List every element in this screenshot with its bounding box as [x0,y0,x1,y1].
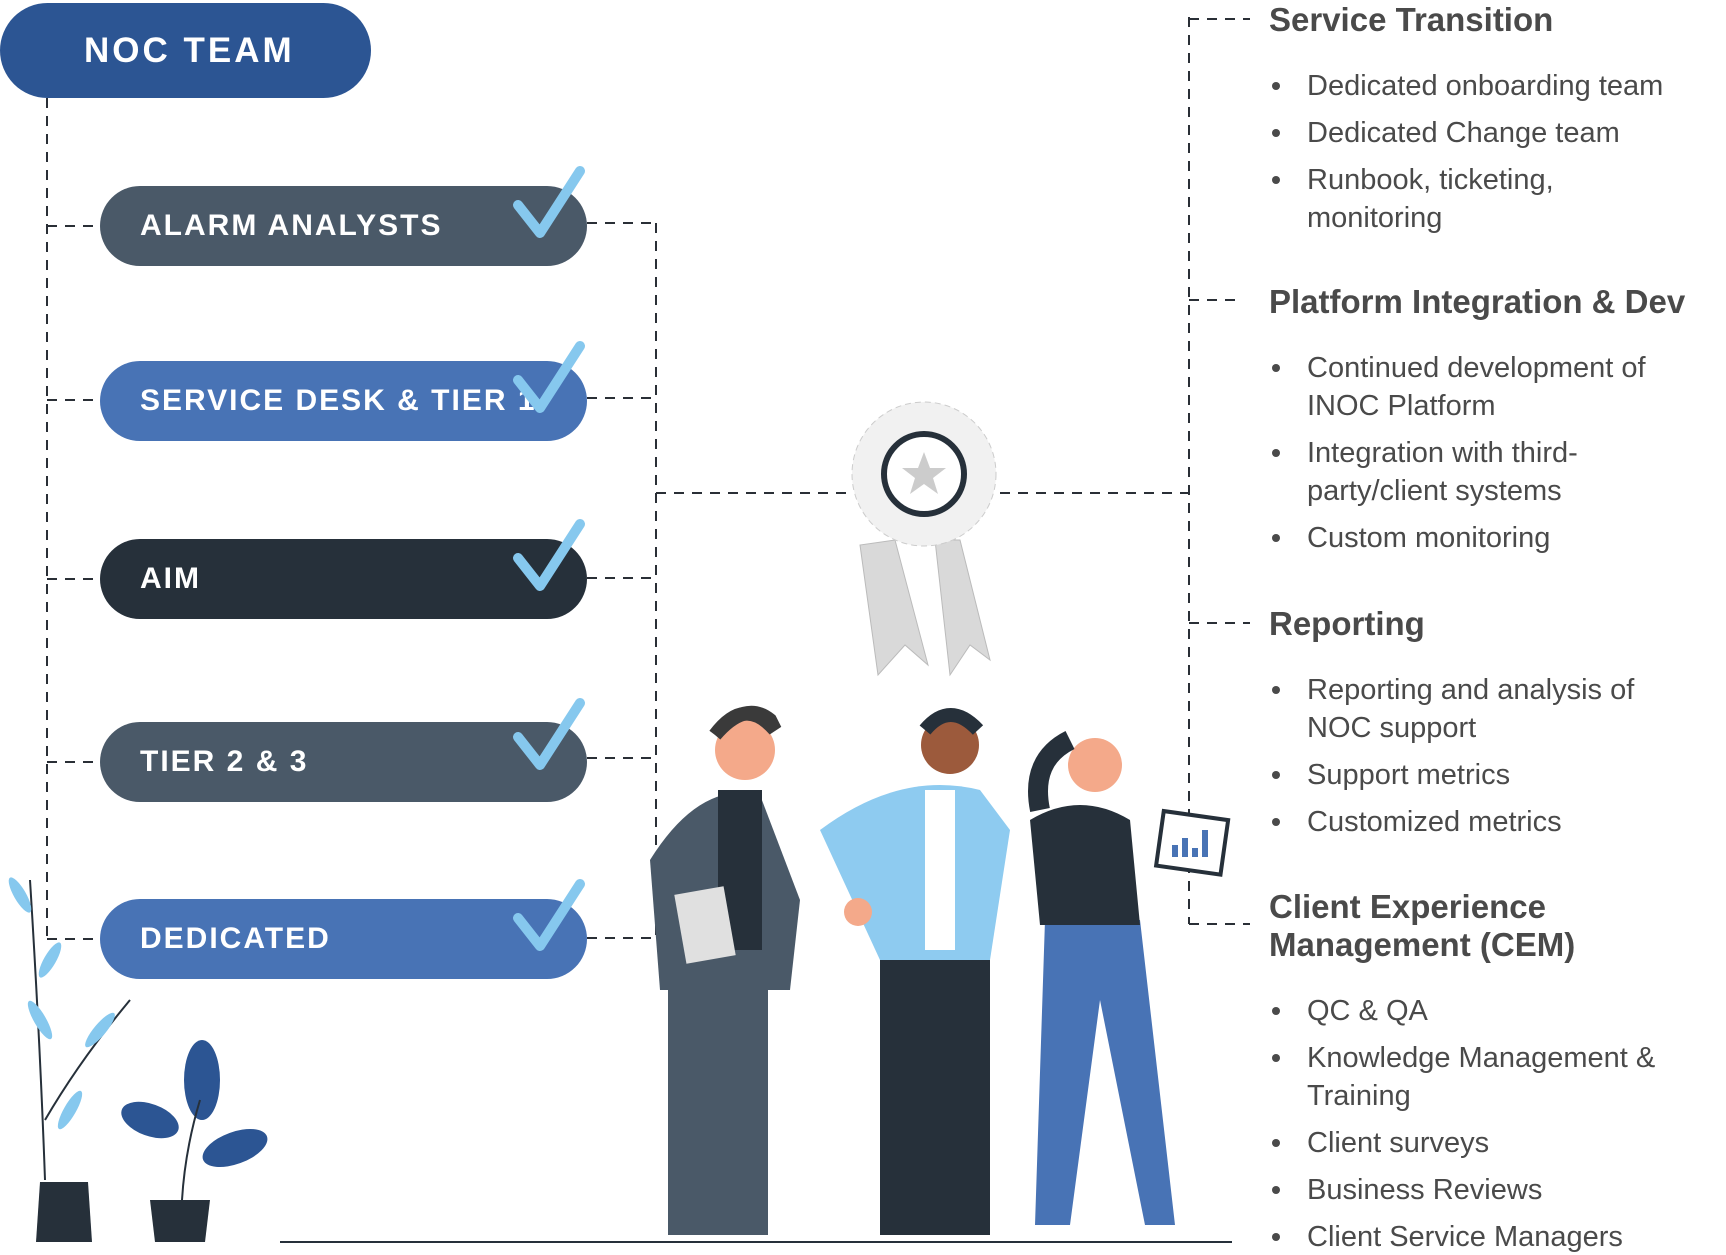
section-reporting: Reporting Reporting and analysis of NOC … [1269,605,1726,850]
checkmark-icon [513,519,585,591]
list-item: Knowledge Management & Training [1269,1039,1707,1115]
section-title: Client Experience Management (CEM) [1269,888,1576,963]
person-middle [820,708,1010,1235]
section-service-transition: Service Transition Dedicated onboarding … [1269,1,1726,246]
section-title: Platform Integration & Dev [1269,283,1686,320]
list-item: Continued development of INOC Platform [1269,349,1707,425]
team-pill-tier-2-3: TIER 2 & 3 [100,722,587,802]
checkmark-icon [513,166,585,238]
list-item: Business Reviews [1269,1171,1726,1209]
plant-left-icon [8,877,131,1242]
laptop-icon [1153,808,1231,877]
section-client-experience: Client Experience Management (CEM) QC & … [1269,888,1726,1255]
person-right [1028,731,1231,1225]
team-pill-service-desk: SERVICE DESK & TIER 1 [100,361,587,441]
list-item: Support metrics [1269,756,1726,794]
list-item: Dedicated onboarding team [1269,67,1726,105]
checkmark-icon [513,698,585,770]
section-platform-integration: Platform Integration & Dev Continued dev… [1269,283,1726,566]
section-title: Reporting [1269,605,1425,642]
list-item: Dedicated Change team [1269,114,1726,152]
list-item: Customized metrics [1269,803,1726,841]
list-item: Reporting and analysis of NOC support [1269,671,1647,747]
person-left [650,705,800,1235]
plant-right-icon [121,1040,268,1242]
team-label: TIER 2 & 3 [140,745,309,778]
list-item: Client Service Managers [1269,1218,1726,1255]
noc-team-pill: NOC TEAM [0,3,371,98]
list-item: Client surveys [1269,1124,1726,1162]
handshake [844,898,872,926]
list-item: Integration with third-party/client syst… [1269,434,1707,510]
list-item: QC & QA [1269,992,1726,1030]
team-label: ALARM ANALYSTS [140,209,443,242]
checkmark-icon [513,341,585,413]
team-label: AIM [140,562,201,595]
team-label: SERVICE DESK & TIER 1 [140,384,537,417]
section-title: Service Transition [1269,1,1554,38]
list-item: Custom monitoring [1269,519,1726,557]
team-pill-alarm-analysts: ALARM ANALYSTS [100,186,587,266]
team-label: DEDICATED [140,922,331,955]
team-pill-dedicated: DEDICATED [100,899,587,979]
team-pill-aim: AIM [100,539,587,619]
list-item: Runbook, ticketing, monitoring [1269,161,1607,237]
checkmark-icon [513,879,585,951]
award-rosette-icon [851,401,997,677]
